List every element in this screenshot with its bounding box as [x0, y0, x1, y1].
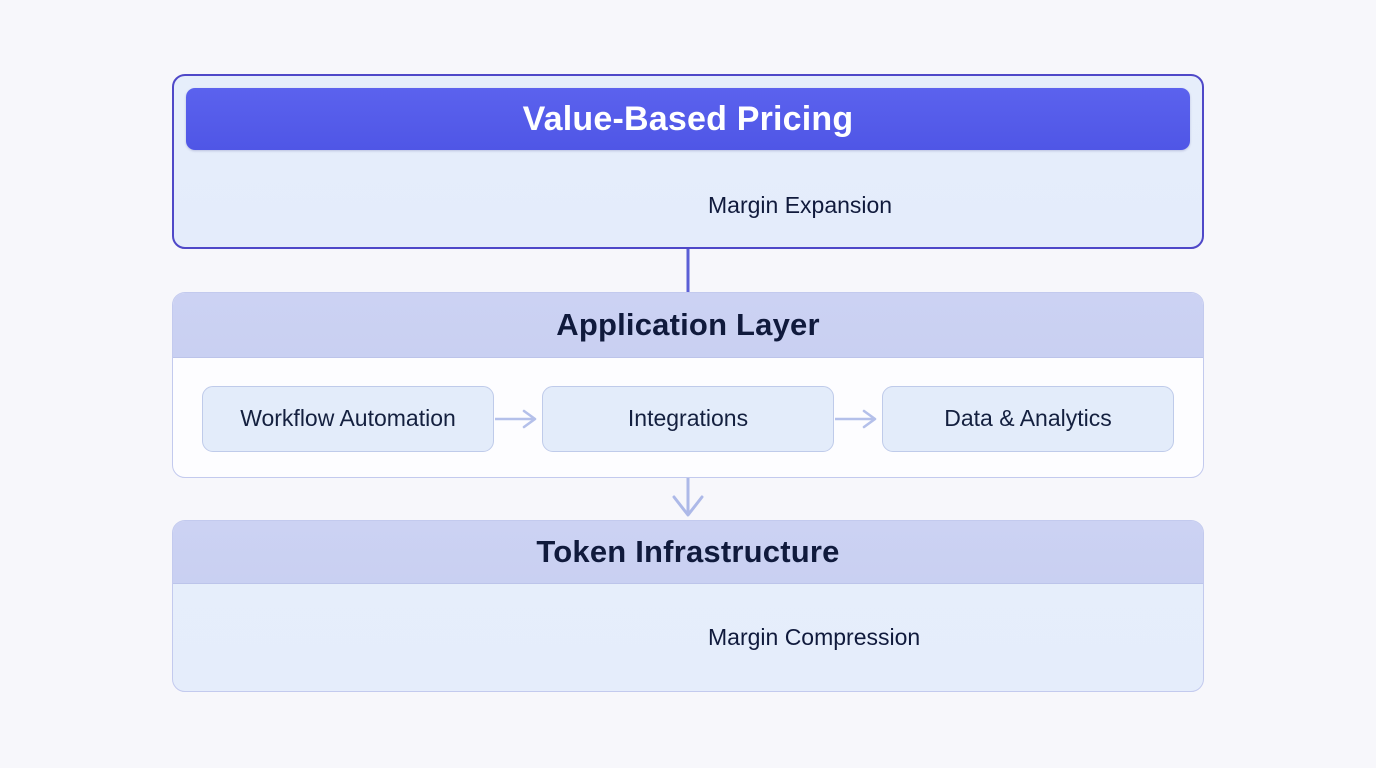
- value-based-pricing-banner: Value-Based Pricing: [186, 88, 1190, 150]
- token-infrastructure-title: Token Infrastructure: [536, 534, 840, 569]
- layer-card-application-layer: Application Layer Workflow Automation In…: [172, 292, 1204, 478]
- layer-card-token-infrastructure: Token Infrastructure: [172, 520, 1204, 692]
- arrow-right-icon: [495, 409, 537, 428]
- value-based-pricing-label: Value-Based Pricing: [522, 99, 854, 138]
- node-integrations-label: Integrations: [627, 405, 749, 431]
- node-integrations[interactable]: Integrations: [542, 385, 834, 452]
- token-infrastructure-header: Token Infrastructure: [173, 521, 1203, 584]
- application-layer-header: Application Layer: [173, 293, 1203, 358]
- application-layer-nodes: Workflow Automation Integrations Data & …: [173, 358, 1203, 477]
- arrow-right-icon: [835, 409, 877, 428]
- node-workflow-automation[interactable]: Workflow Automation: [202, 385, 494, 452]
- node-data-analytics-label: Data & Analytics: [944, 405, 1112, 431]
- connector-2: [834, 407, 882, 431]
- margin-expansion-label: Margin Expansion: [708, 192, 893, 218]
- connector-1: [494, 407, 542, 431]
- application-layer-title: Application Layer: [556, 307, 820, 342]
- margin-compression-label: Margin Compression: [708, 624, 921, 650]
- layer-card-value-based-pricing: Value-Based Pricing: [172, 74, 1204, 249]
- token-infrastructure-body: [173, 584, 1203, 691]
- node-workflow-automation-label: Workflow Automation: [240, 405, 456, 431]
- node-data-analytics[interactable]: Data & Analytics: [882, 385, 1174, 452]
